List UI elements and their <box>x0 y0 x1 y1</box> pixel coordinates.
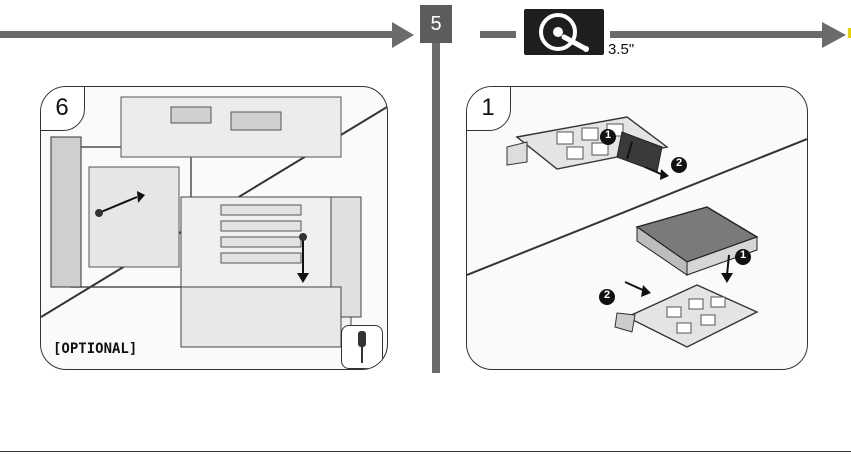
hdd-badge <box>524 9 604 55</box>
case-interior-illustration <box>41 87 387 369</box>
flow-arrow-right-start <box>480 31 516 38</box>
optional-label: [OPTIONAL] <box>53 341 137 357</box>
flow-arrow-right <box>610 31 830 38</box>
callout-2-upper: 2 <box>675 157 683 169</box>
footer-rule <box>0 451 851 452</box>
screwdriver-icon <box>342 326 382 368</box>
panel-step-6: 6 [OPTIONAL] <box>40 86 388 370</box>
callout-1-lower: 1 <box>739 249 747 261</box>
hdd-size-label: 3.5" <box>608 41 634 58</box>
panel-6-number: 6 <box>40 86 85 131</box>
panel-step-1: 1 1 2 1 2 <box>466 86 808 370</box>
arrow-head-left-icon <box>392 22 414 48</box>
step-number: 5 <box>430 13 441 35</box>
arrow-head-right-icon <box>822 22 846 48</box>
step-number-box: 5 <box>420 5 452 43</box>
tool-box <box>341 325 383 369</box>
vertical-divider <box>432 43 440 373</box>
flow-arrow-left <box>0 31 400 38</box>
drive-tray-illustration <box>467 87 807 369</box>
callout-1-upper: 1 <box>604 129 612 141</box>
hard-drive-icon <box>524 9 604 55</box>
callout-2-lower: 2 <box>603 289 611 301</box>
panel-1-number: 1 <box>466 86 511 131</box>
